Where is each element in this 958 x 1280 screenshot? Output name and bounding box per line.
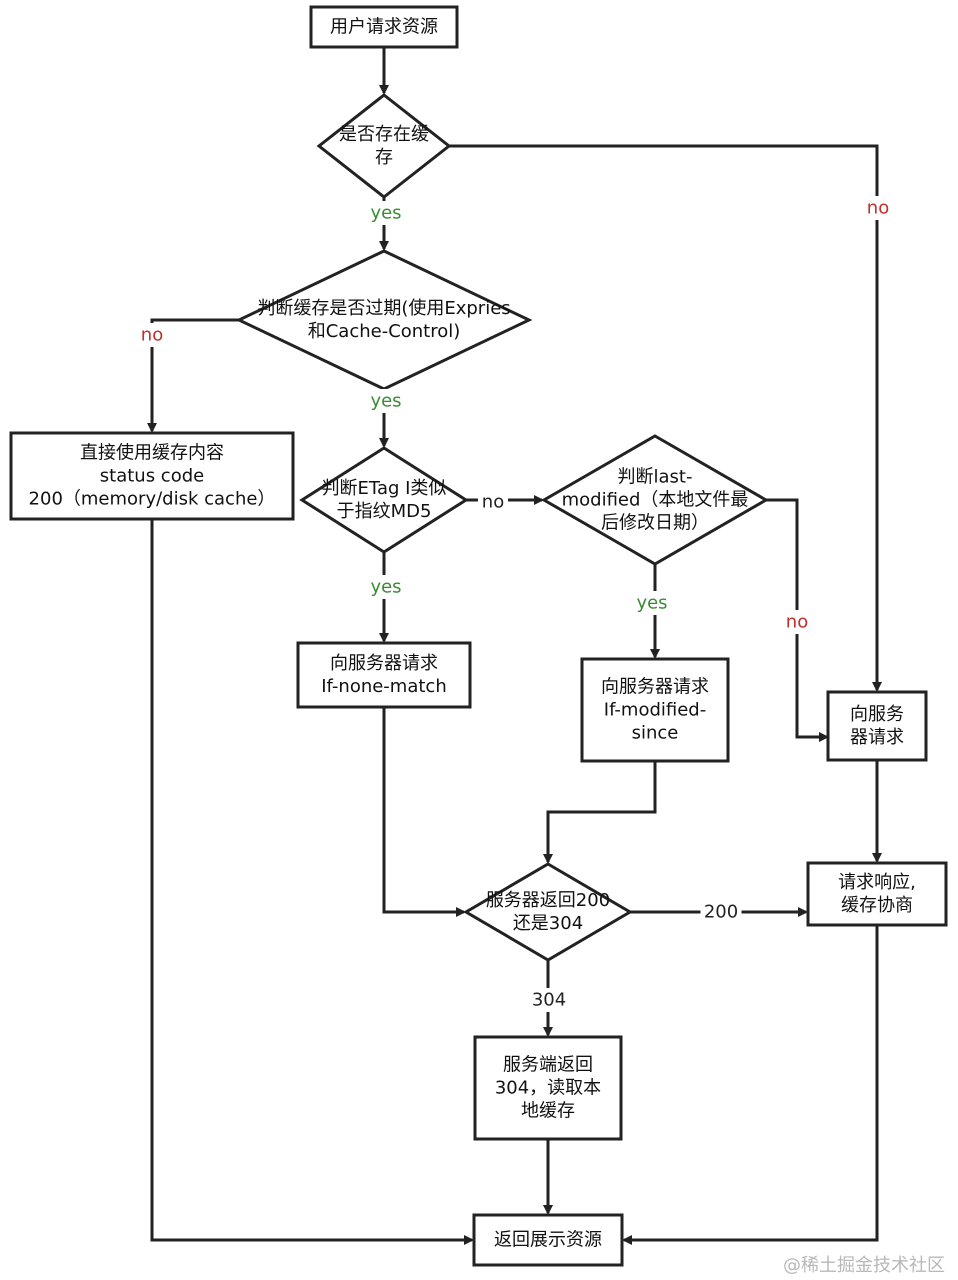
node-label-line: 304，读取本 [495, 1078, 601, 1099]
edge-label-background [137, 323, 167, 347]
edge-negotiate-to-display [622, 925, 879, 1245]
node-label-line: 请求响应, [838, 872, 916, 893]
edge-label-background [528, 988, 570, 1012]
edge-label-has-cache-no: no [863, 196, 893, 220]
node-label-line: 用户请求资源 [330, 17, 438, 38]
edge-label-has-cache-yes: yes [365, 201, 407, 225]
edge-labels-layer: yes no no yes no yes yes no 200 304 [137, 196, 893, 1012]
edge-label-text: yes [370, 391, 401, 412]
edge-label-background [782, 610, 812, 634]
watermark: @稀土掘金技术社区 [783, 1255, 945, 1276]
node-label-line: 直接使用缓存内容 [80, 443, 224, 464]
node-label-line: 判断last- [618, 467, 693, 488]
node-label-line: 地缓存 [521, 1101, 575, 1122]
edge-label-text: 200 [704, 902, 738, 923]
edge-label-expired-no: no [137, 323, 167, 347]
node-label-line: If-none-match [321, 676, 446, 697]
edge-label-background [863, 196, 893, 220]
node-display: 返回展示资源 [472, 1213, 624, 1267]
node-box [309, 5, 459, 49]
node-label-line: 向服务 [850, 704, 904, 725]
node-label-line: 服务端返回 [503, 1055, 593, 1076]
node-label-line: 返回展示资源 [494, 1230, 602, 1251]
node-label-line: 和Cache-Control) [308, 321, 461, 342]
edge-if-modified-to-return [543, 761, 657, 864]
edge-has-cache-no [449, 144, 882, 692]
edge-label-background [478, 490, 508, 514]
node-label-line: 判断缓存是否过期(使用Expries [257, 298, 510, 319]
edge-label-text: no [867, 198, 889, 219]
decision-diamond [235, 249, 533, 391]
edge-use-cache-to-display [150, 519, 474, 1245]
edge-label-expired-yes: yes [365, 389, 407, 413]
edge-label-etag-yes: yes [365, 575, 407, 599]
node-label-line: 缓存协商 [841, 895, 913, 916]
node-label-line: 判断ETag I类似 [322, 478, 447, 499]
edge-label-text: yes [370, 577, 401, 598]
edge-label-background [365, 389, 407, 413]
node-label-line: 200（memory/disk cache） [29, 489, 276, 510]
node-label-line: 于指纹MD5 [337, 501, 432, 522]
node-label-line: 向服务器请求 [601, 677, 709, 698]
node-label-line: 后修改日期） [601, 513, 709, 534]
edge-label-background [365, 575, 407, 599]
node-server-req: 向服务器请求 [826, 690, 928, 762]
node-box [296, 641, 472, 709]
edge-label-return-304: 304 [528, 988, 570, 1012]
edge-label-last-modified-no: no [782, 610, 812, 634]
node-box [580, 657, 730, 763]
edge-label-text: no [141, 325, 163, 346]
edge-label-text: 304 [532, 990, 566, 1011]
node-label-line: 器请求 [850, 727, 904, 748]
node-start: 用户请求资源 [309, 5, 459, 49]
edge-label-text: no [786, 612, 808, 633]
node-negotiate: 请求响应,缓存协商 [806, 861, 948, 927]
node-box [472, 1213, 624, 1267]
node-label-line: since [632, 723, 679, 744]
edge-label-background [631, 591, 673, 615]
node-box [9, 431, 295, 521]
node-label-line: status code [100, 466, 204, 487]
decision-diamond [463, 862, 633, 962]
edge-if-none-match-to-return [382, 707, 466, 917]
edge-label-return-200: 200 [700, 900, 742, 924]
edge-label-last-modified-yes: yes [631, 591, 673, 615]
node-label-line: 存 [375, 147, 393, 168]
edge-label-text: yes [636, 593, 667, 614]
edge-label-etag-no: no [478, 490, 508, 514]
edge-label-background [365, 201, 407, 225]
edge-label-background [700, 900, 742, 924]
node-label-line: If-modified- [604, 700, 706, 721]
decision-diamond [540, 434, 770, 566]
node-label-line: 是否存在缓 [339, 124, 429, 145]
decision-diamond [316, 93, 452, 199]
node-box [806, 861, 948, 927]
node-label-line: 还是304 [513, 913, 583, 934]
edge-label-text: yes [370, 203, 401, 224]
nodes-layer: 用户请求资源是否存在缓存判断缓存是否过期(使用Expries和Cache-Con… [9, 5, 948, 1267]
edge-expired-no [147, 318, 239, 433]
node-label-line: 向服务器请求 [330, 653, 438, 674]
node-label-line: modified（本地文件最 [562, 490, 749, 511]
node-label-line: 服务器返回200 [486, 890, 610, 911]
node-box [473, 1035, 623, 1141]
edge-label-text: no [482, 492, 504, 513]
decision-diamond [299, 446, 469, 554]
node-box [826, 690, 928, 762]
